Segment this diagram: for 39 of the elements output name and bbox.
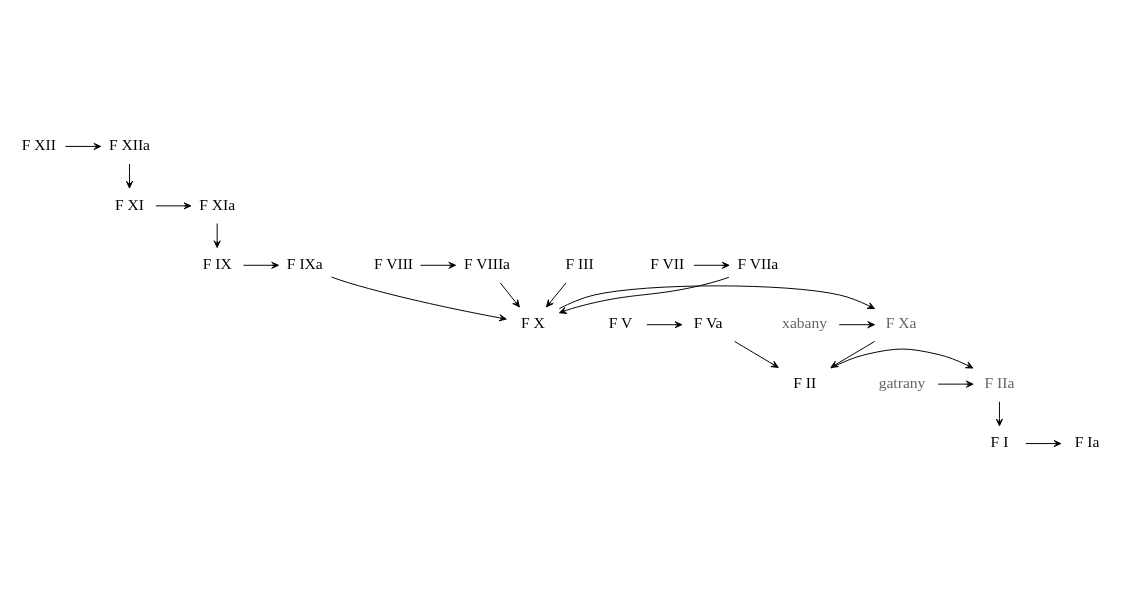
node-text: F XIIa — [108, 136, 151, 154]
node-text: F XIa — [199, 195, 236, 213]
arrow — [331, 276, 507, 322]
node-text: F XI — [114, 195, 144, 213]
arrow — [734, 340, 779, 368]
arrow — [995, 401, 1003, 427]
node-text: F VIII — [373, 254, 414, 272]
arrow — [499, 282, 520, 308]
node-text: F IX — [202, 254, 232, 272]
node-text: gatrany — [878, 373, 926, 391]
arrow — [693, 261, 730, 269]
node-text: F V — [608, 314, 633, 332]
arrow — [1025, 440, 1062, 448]
node-text: F Va — [693, 314, 723, 332]
arrow — [838, 321, 875, 329]
node-text: F III — [565, 254, 594, 272]
arrow — [155, 202, 192, 210]
arrow — [937, 380, 974, 388]
node-text: F VIIIa — [464, 254, 511, 272]
node-text: F XII — [21, 136, 56, 154]
node-text: F IXa — [286, 254, 323, 272]
node-text: F II — [793, 373, 817, 391]
node-text: F IIa — [984, 373, 1015, 391]
arrow — [545, 282, 567, 308]
node-text: F VIIa — [737, 254, 779, 272]
arrow — [420, 261, 457, 269]
node-text: F Ia — [1074, 433, 1100, 451]
arrow — [213, 222, 221, 248]
arrow — [558, 276, 730, 314]
arrow — [558, 285, 875, 310]
node-text: F VII — [650, 254, 685, 272]
arrow — [646, 321, 683, 329]
node-text: xabany — [782, 314, 828, 332]
node-text: F I — [990, 433, 1009, 451]
arrow — [125, 163, 134, 189]
arrow — [243, 261, 279, 269]
arrow — [64, 142, 102, 150]
node-text: F X — [520, 314, 545, 332]
node-text: F Xa — [885, 314, 917, 332]
